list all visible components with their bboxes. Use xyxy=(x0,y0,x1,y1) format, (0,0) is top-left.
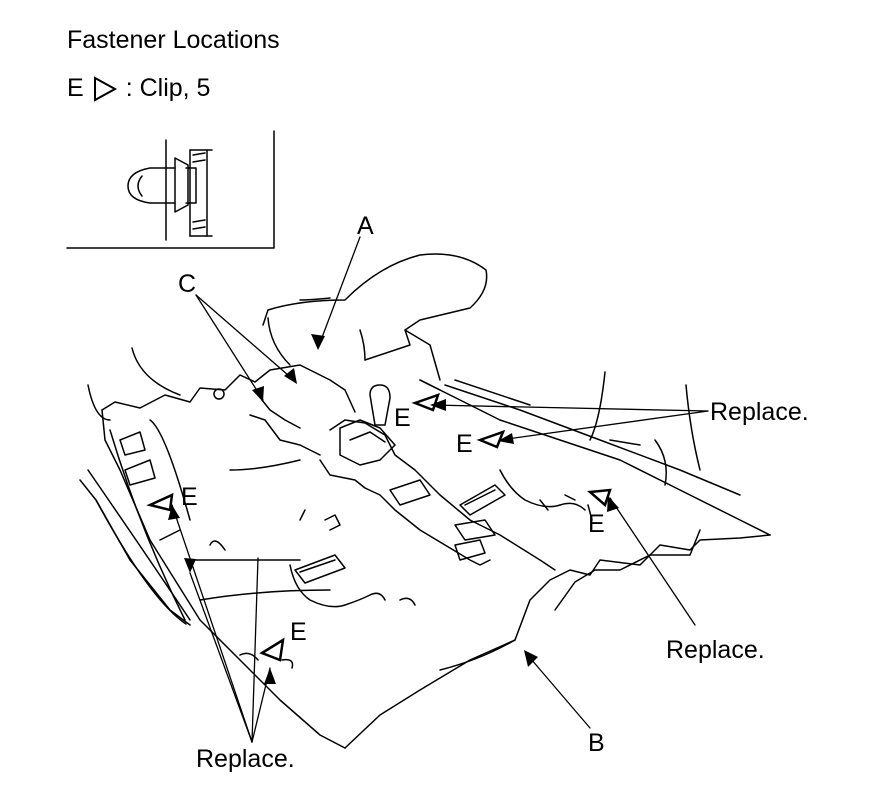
label-A: A xyxy=(357,212,374,240)
clip-marker-2 xyxy=(476,429,506,449)
clip-marker-3 xyxy=(586,488,612,508)
label-E-4: E xyxy=(181,483,198,511)
clip-detail-inset xyxy=(66,130,275,249)
label-E-2: E xyxy=(456,430,473,458)
legend-letter: E xyxy=(67,74,84,102)
clip-marker-5 xyxy=(259,637,285,662)
label-E-5: E xyxy=(290,618,307,646)
legend: E : Clip, 5 xyxy=(67,74,210,103)
clip-marker-1 xyxy=(411,392,440,412)
page-title: Fastener Locations xyxy=(67,26,280,54)
label-E-3: E xyxy=(588,510,605,538)
label-replace-bottom-right: Replace. xyxy=(666,636,765,664)
legend-text: : Clip, 5 xyxy=(125,74,211,102)
label-E-1: E xyxy=(394,404,411,432)
label-replace-top-right: Replace. xyxy=(710,398,809,426)
arrowhead-A xyxy=(311,334,325,350)
label-B: B xyxy=(588,729,605,757)
clip-triangle-icon xyxy=(93,75,117,102)
label-replace-bottom-left: Replace. xyxy=(196,745,295,773)
label-C: C xyxy=(178,270,196,298)
clip-marker-4 xyxy=(146,492,174,512)
